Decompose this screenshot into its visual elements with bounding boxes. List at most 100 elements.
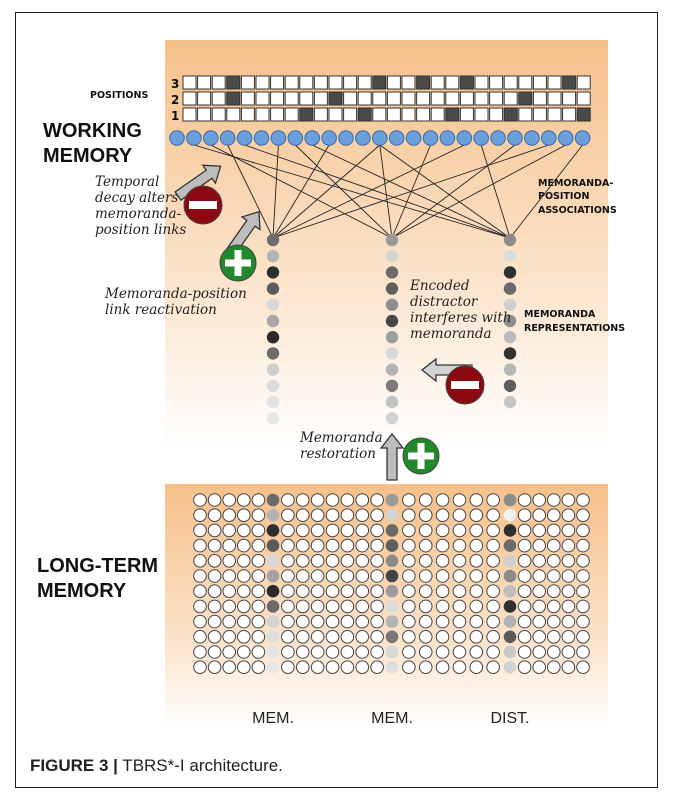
ltm-unit	[517, 645, 532, 659]
ltm-unit	[435, 614, 450, 629]
position-cell	[357, 75, 372, 90]
ltm-unit	[561, 645, 576, 659]
positions-label: POSITIONS	[90, 90, 148, 101]
ltm-unit-shaded	[385, 524, 399, 537]
reactivation-plus-icon	[219, 244, 257, 282]
ltm-unit	[517, 523, 532, 538]
ltm-unit	[370, 645, 384, 659]
ltm-unit	[295, 538, 310, 553]
ltm-unit	[517, 584, 532, 599]
ltm-unit	[355, 660, 370, 675]
memoranda-unit	[385, 266, 399, 279]
position-node	[338, 130, 354, 146]
position-cell	[503, 75, 518, 90]
ltm-unit	[310, 584, 325, 599]
associations-label-line1: MEMORANDA-	[538, 178, 613, 189]
position-cell	[211, 91, 226, 106]
ltm-unit	[340, 645, 355, 659]
ltm-unit	[295, 523, 310, 538]
ltm-unit	[310, 508, 325, 523]
position-node	[439, 130, 456, 146]
position-cell	[401, 107, 416, 122]
position-cell	[226, 91, 241, 106]
memoranda-unit	[503, 314, 517, 328]
position-cell	[182, 107, 197, 122]
position-node	[456, 130, 473, 146]
ltm-unit	[251, 569, 266, 583]
position-cell	[328, 75, 343, 90]
ltm-unit	[237, 554, 251, 568]
position-cell	[328, 91, 343, 106]
ltm-unit	[295, 554, 310, 568]
ltm-unit	[486, 554, 500, 568]
position-cell	[270, 107, 285, 122]
ltm-unit	[452, 630, 467, 644]
associations-label-line2: POSITION	[538, 191, 590, 202]
ltm-unit	[532, 630, 547, 644]
ltm-unit-shaded	[385, 539, 399, 552]
ltm-unit	[310, 630, 325, 644]
position-cell	[518, 107, 533, 122]
position-number-2: 2	[171, 93, 179, 107]
position-cell	[328, 107, 343, 122]
ltm-unit	[193, 554, 207, 568]
ltm-unit	[435, 569, 450, 583]
ltm-unit-shaded	[385, 569, 399, 583]
ltm-unit	[295, 493, 310, 507]
ltm-unit	[402, 569, 416, 583]
ltm-unit	[237, 493, 251, 507]
ltm-unit	[561, 569, 576, 583]
ltm-unit	[402, 645, 416, 659]
memoranda-unit	[266, 298, 280, 311]
position-cell	[226, 107, 241, 122]
ltm-unit	[532, 554, 547, 568]
ltm-unit-shaded	[503, 539, 517, 552]
memoranda-unit	[266, 233, 280, 247]
ltm-unit	[295, 630, 310, 644]
ltm-unit	[561, 538, 576, 553]
ltm-unit-shaded	[503, 493, 517, 507]
position-cell	[386, 91, 401, 106]
ltm-unit	[418, 523, 433, 538]
ltm-unit-shaded	[503, 630, 517, 644]
ltm-unit	[340, 493, 355, 507]
ltm-unit	[237, 584, 251, 599]
ltm-unit	[532, 493, 547, 507]
position-cell	[343, 107, 358, 122]
ltm-unit-shaded	[266, 539, 280, 552]
position-node	[304, 130, 321, 146]
ltm-unit-shaded	[385, 660, 399, 674]
ltm-unit	[576, 569, 590, 583]
position-cell	[255, 91, 270, 106]
ltm-unit	[547, 660, 561, 675]
ltm-unit	[370, 508, 384, 523]
ltm-unit	[251, 508, 266, 523]
ltm-unit	[561, 508, 576, 523]
ltm-unit	[310, 493, 325, 507]
ltm-unit	[452, 584, 467, 599]
ltm-unit	[222, 523, 236, 538]
ltm-unit	[281, 554, 295, 568]
ltm-unit	[207, 645, 222, 659]
position-cell	[489, 107, 504, 122]
ltm-unit	[281, 584, 295, 599]
long-term-memory-title-line1: LONG-TERM	[37, 555, 158, 577]
ltm-unit	[251, 614, 266, 629]
ltm-unit	[325, 584, 340, 599]
position-cell	[343, 75, 358, 90]
memoranda-unit	[503, 298, 517, 311]
ltm-unit-shaded	[385, 645, 399, 659]
memoranda-unit	[266, 363, 280, 376]
ltm-unit	[452, 493, 467, 507]
memoranda-unit	[266, 395, 280, 409]
memoranda-unit	[385, 282, 399, 295]
memoranda-unit	[385, 331, 399, 344]
ltm-unit	[193, 569, 207, 583]
ltm-unit	[281, 569, 295, 583]
ltm-unit-shaded	[503, 554, 517, 568]
position-cell	[240, 107, 255, 122]
ltm-unit	[295, 599, 310, 614]
position-node	[507, 130, 523, 146]
ltm-unit	[435, 554, 450, 568]
